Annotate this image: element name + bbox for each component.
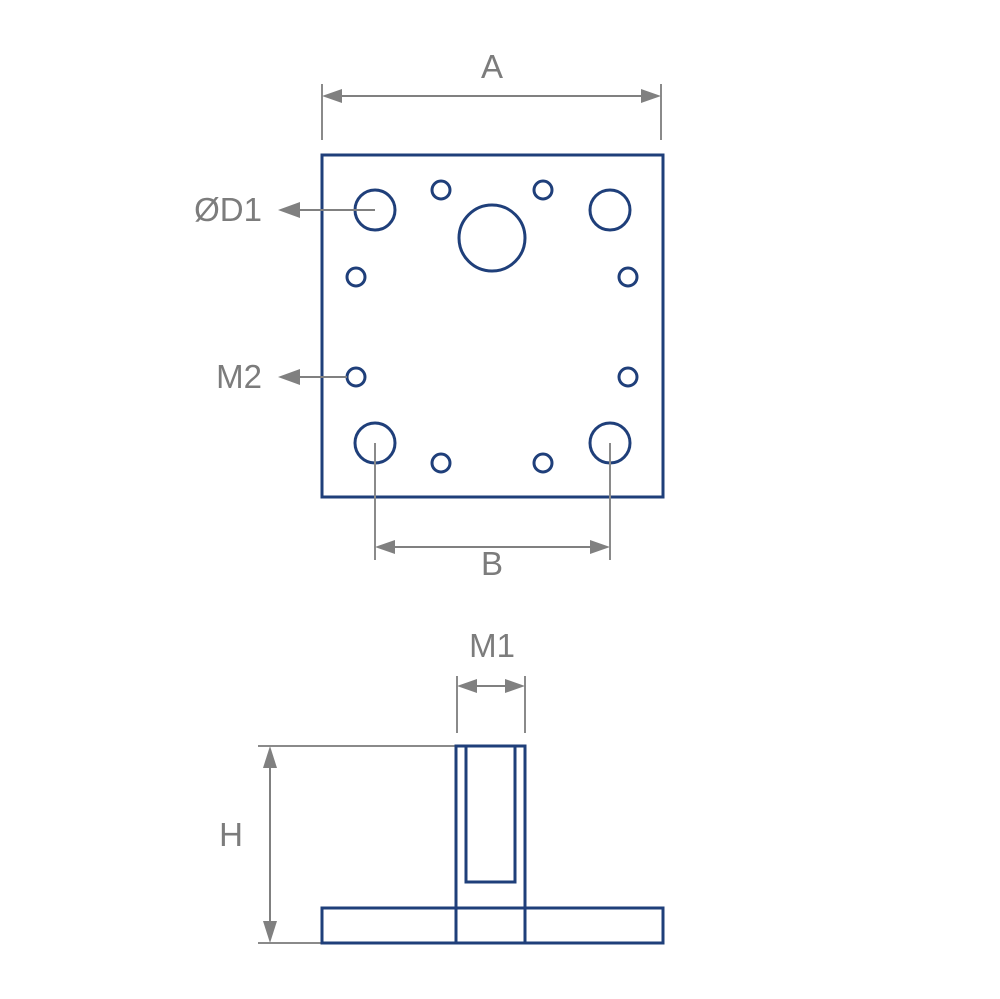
dimension-a-arrow-left [322,89,342,103]
dimension-b-arrow-left [375,540,395,554]
dimension-m1-label: M1 [469,627,515,664]
side-view-boss-outline [454,744,527,910]
small-hole-top-left [430,179,452,201]
corner-hole-top-right [588,188,632,232]
top-view-plate-outline [320,153,665,499]
small-hole-right-upper [617,266,639,288]
small-hole-left-upper [345,266,367,288]
callout-d1-arrow [278,202,300,218]
side-view-base-plate [320,906,665,945]
dimension-a-arrow-right [641,89,661,103]
small-hole-right-lower [617,366,639,388]
dimension-h-arrow-top [263,746,277,768]
dimension-m1-arrow-right [505,679,525,693]
dimension-a-label: A [481,48,503,85]
small-hole-bottom-left [430,452,452,474]
callout-d1-label: ØD1 [194,191,262,228]
dimension-m1-arrow-left [457,679,477,693]
small-hole-left-lower [345,366,367,388]
dimension-b-label: B [481,545,503,582]
callout-m2-label: M2 [216,358,262,395]
dimension-h-label: H [219,816,243,853]
side-view-group: M1 H [219,627,665,945]
top-view-group: A ØD1 M2 [194,48,665,582]
center-bore [457,203,527,273]
dimension-b-arrow-right [590,540,610,554]
callout-m2-arrow [278,369,300,385]
dimension-h-arrow-bottom [263,921,277,943]
small-hole-top-right [532,179,554,201]
side-view-boss-bore [464,744,517,884]
small-hole-bottom-right [532,452,554,474]
